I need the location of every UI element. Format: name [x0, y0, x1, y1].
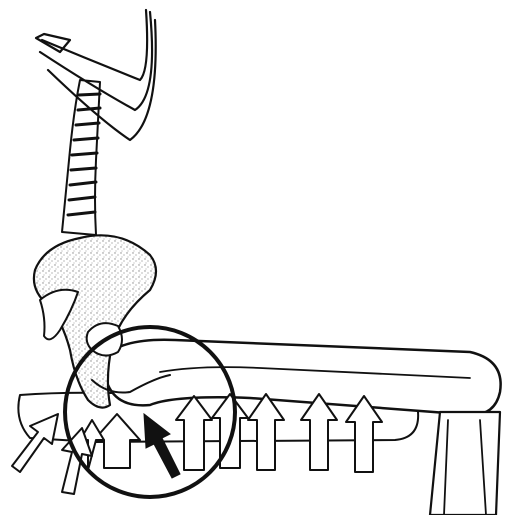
- tibia: [430, 412, 500, 515]
- spine: [62, 80, 100, 235]
